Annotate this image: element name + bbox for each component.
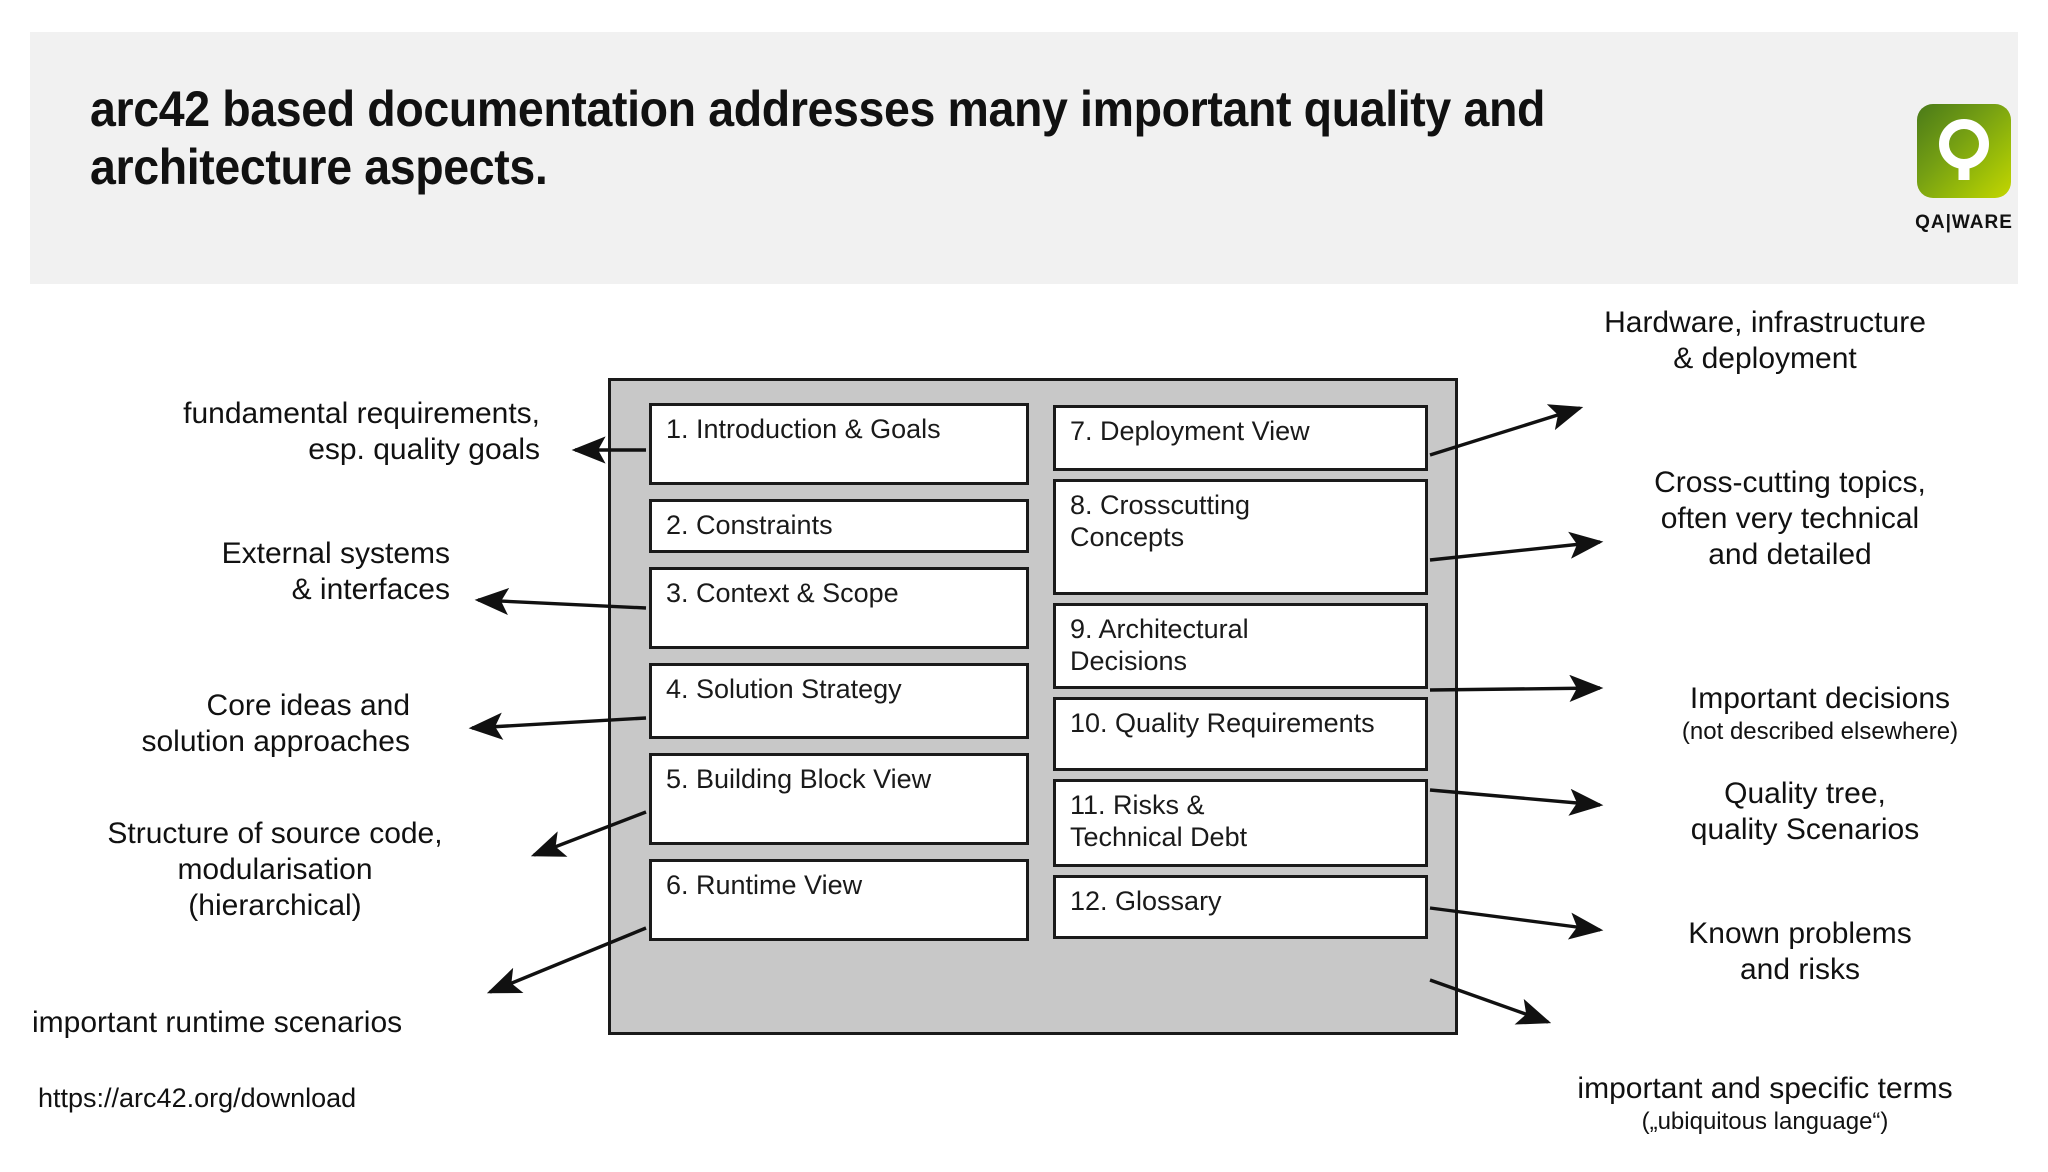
- callout-architectural-decisions-sub: (not described elsewhere): [1681, 718, 1959, 745]
- callout-context-scope: External systems & interfaces: [221, 537, 450, 606]
- section-box-8[interactable]: 8. Crosscutting Concepts: [1053, 479, 1428, 595]
- page-title: arc42 based documentation addresses many…: [90, 81, 1546, 195]
- section-box-4[interactable]: 4. Solution Strategy: [649, 663, 1029, 739]
- section-box-3[interactable]: 3. Context & Scope: [649, 567, 1029, 649]
- qaware-logo-mark: [1917, 104, 2011, 198]
- callout-deployment-view: Hardware, infrastructure & deployment: [1604, 306, 1926, 375]
- section-box-2[interactable]: 2. Constraints: [649, 499, 1029, 553]
- source-url[interactable]: https://arc42.org/download: [38, 1083, 357, 1113]
- section-box-7[interactable]: 7. Deployment View: [1053, 405, 1428, 471]
- callout-glossary-main: important and specific terms: [1577, 1072, 1953, 1105]
- qaware-wordmark: QA|WARE: [1915, 212, 2013, 233]
- section-box-1[interactable]: 1. Introduction & Goals: [649, 403, 1029, 485]
- section-box-6[interactable]: 6. Runtime View: [649, 859, 1029, 941]
- callout-building-block-view: Structure of source code, modularisation…: [107, 817, 443, 922]
- callout-introduction-goals: fundamental requirements, esp. quality g…: [183, 397, 540, 466]
- callout-risks-technical-debt: Known problems and risks: [1688, 917, 1912, 986]
- section-box-12[interactable]: 12. Glossary: [1053, 875, 1428, 939]
- arc42-diagram-container: 1. Introduction & Goals 2. Constraints 3…: [608, 378, 1458, 1035]
- callout-glossary-sub: („ubiquitous language“): [1641, 1108, 1889, 1135]
- section-box-11[interactable]: 11. Risks & Technical Debt: [1053, 779, 1428, 867]
- callout-solution-strategy: Core ideas and solution approaches: [141, 689, 410, 758]
- header-band: arc42 based documentation addresses many…: [30, 32, 2018, 284]
- section-box-10[interactable]: 10. Quality Requirements: [1053, 697, 1428, 771]
- section-box-9[interactable]: 9. Architectural Decisions: [1053, 603, 1428, 689]
- qaware-logo: QA|WARE: [1904, 104, 2024, 244]
- callout-architectural-decisions-main: Important decisions: [1689, 682, 1951, 715]
- callout-quality-requirements: Quality tree, quality Scenarios: [1690, 777, 1920, 846]
- q-symbol-icon: [1939, 119, 1989, 180]
- callout-glossary: important and specific terms („ubiquitou…: [1495, 1035, 2035, 1172]
- callout-architectural-decisions: Important decisions (not described elsew…: [1620, 645, 2020, 782]
- callout-crosscutting-concepts: Cross-cutting topics, often very technic…: [1654, 466, 1926, 571]
- section-box-5[interactable]: 5. Building Block View: [649, 753, 1029, 845]
- callout-runtime-view: important runtime scenarios: [32, 1006, 403, 1039]
